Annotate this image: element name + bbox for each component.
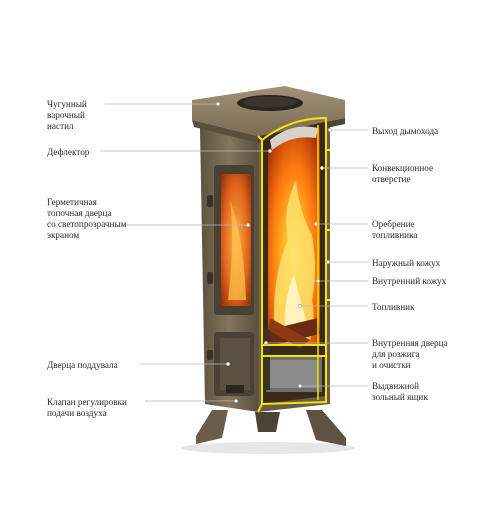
leader-flue-dot: [327, 127, 333, 133]
leader-air-valve-dot: [233, 398, 239, 404]
leader-cooktop-dot: [215, 101, 221, 107]
leader-convection-dot: [319, 165, 325, 171]
right-leg: [306, 410, 346, 446]
label-fins: Оребрение топливника: [372, 219, 418, 240]
leader-fins-dot: [313, 221, 319, 227]
center-leg: [255, 412, 280, 432]
inner-door: [262, 330, 270, 390]
leader-firebox-dot: [297, 303, 303, 309]
leader-lines: [100, 101, 368, 404]
label-cooktop: Чугунный варочный настил: [47, 99, 87, 131]
leader-inner-door-dot: [263, 340, 269, 346]
label-door: Герметичная топочная дверца со светопроз…: [47, 197, 127, 240]
label-ash-box: Выдвижной зольный ящик: [372, 381, 428, 402]
deflector: [270, 126, 318, 150]
leader-inner-casing-dot: [315, 278, 321, 284]
label-air-valve: Клапан регулировки подачи воздуха: [47, 397, 127, 418]
section-cutline: [257, 116, 330, 413]
leader-deflector-dot: [267, 148, 273, 154]
leader-door-dot: [245, 222, 251, 228]
leader-outer-casing-dot: [325, 259, 331, 265]
left-leg: [196, 410, 228, 444]
label-convection: Конвекционное отверстие: [372, 163, 434, 184]
label-deflector: Дефлектор: [47, 147, 90, 157]
door-handle: [207, 195, 213, 207]
floor-shadow: [180, 442, 356, 454]
label-inner-door: Внутренняя дверца для розжига и очистки: [372, 338, 448, 370]
leader-ash-box-dot: [297, 383, 303, 389]
cooktop-plate: [192, 86, 345, 136]
label-flue: Выход дымохода: [372, 126, 439, 136]
label-outer-casing: Наружный кожух: [372, 258, 441, 268]
label-ash-door: Дверца поддувала: [47, 360, 118, 370]
air-valve: [226, 385, 244, 393]
cooktop-edge: [192, 120, 258, 143]
leader-ash-door-dot: [225, 361, 231, 367]
flame-core: [273, 180, 315, 340]
label-firebox: Топливник: [372, 302, 415, 312]
label-inner-casing: Внутренний кожух: [372, 276, 447, 286]
